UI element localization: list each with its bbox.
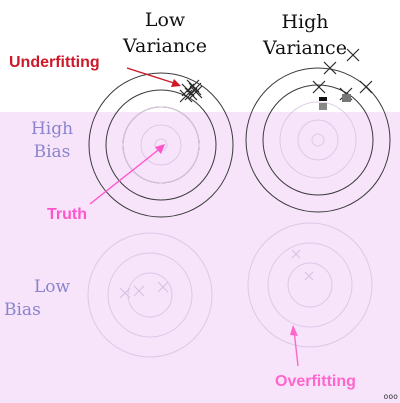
overfitting-arrow xyxy=(290,325,299,367)
faded-ring xyxy=(140,124,182,166)
column-heading-low-variance: Low Variance xyxy=(110,7,220,59)
column-heading-high-variance: High Variance xyxy=(250,9,360,61)
target-ring xyxy=(88,72,234,218)
target-ring xyxy=(105,89,217,201)
faded-ring xyxy=(287,262,333,308)
faded-ring xyxy=(87,232,213,358)
underfitting-arrow xyxy=(126,67,181,87)
heading-line: Low xyxy=(144,9,186,31)
heading-line: High xyxy=(281,11,329,33)
faded-ring xyxy=(107,252,193,338)
faded-shots xyxy=(119,249,314,299)
underfitting-label: Underfitting xyxy=(9,54,100,71)
faded-ring xyxy=(297,119,339,161)
heading-line: Low xyxy=(34,277,71,297)
faded-ring xyxy=(279,101,357,179)
faded-ring xyxy=(267,242,353,328)
heading-line: Bias xyxy=(33,142,71,162)
corner-mark: ooo xyxy=(383,392,398,401)
faded-ring xyxy=(122,106,200,184)
overfitting-label: Overfitting xyxy=(275,373,356,390)
target-ring xyxy=(262,84,374,196)
heading-line: Variance xyxy=(123,35,207,57)
heading-line: Variance xyxy=(263,37,347,59)
truth-arrow xyxy=(89,144,165,205)
row-heading-low-bias: Low Bias xyxy=(4,276,76,322)
row-heading-high-bias: High Bias xyxy=(22,118,82,164)
faded-bullseye xyxy=(311,133,325,147)
faded-ring xyxy=(127,272,173,318)
truth-label: Truth xyxy=(47,206,87,223)
faded-ring xyxy=(247,222,373,348)
heading-line: High xyxy=(30,119,74,139)
target-ring xyxy=(245,67,391,213)
shot-cluster xyxy=(179,79,203,103)
shot-marker xyxy=(319,94,351,110)
heading-line: Bias xyxy=(4,300,41,320)
